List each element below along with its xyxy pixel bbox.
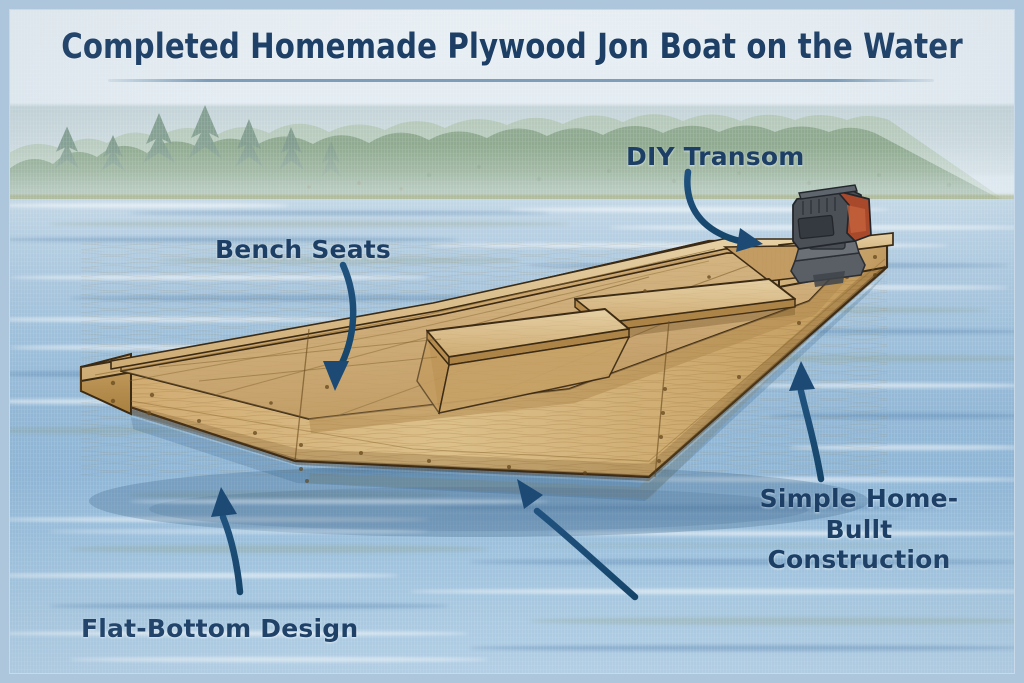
illustration-canvas: Completed Homemade Plywood Jon Boat on t… (9, 9, 1015, 674)
arrow-transom (684, 168, 763, 252)
arrow-flat-bottom (211, 487, 244, 596)
outboard-motor (790, 184, 872, 287)
jon-boat-illustration (79, 184, 894, 537)
annotation-arrows (211, 168, 825, 601)
title-divider (108, 79, 934, 82)
annotation-label-construction: Simple Home-Bullt Construction (759, 484, 959, 574)
title-container: Completed Homemade Plywood Jon Boat on t… (9, 27, 1015, 67)
annotation-label-flat-bottom: Flat-Bottom Design (81, 614, 359, 643)
page-title: Completed Homemade Plywood Jon Boat on t… (61, 27, 963, 67)
tree-line (9, 105, 1015, 215)
annotation-label-bench-seats: Bench Seats (215, 235, 391, 264)
arrow-construction (789, 361, 825, 483)
arrow-hull-bottom (517, 479, 639, 601)
annotation-label-transom: DIY Transom (626, 142, 805, 171)
arrow-bench (323, 261, 357, 391)
